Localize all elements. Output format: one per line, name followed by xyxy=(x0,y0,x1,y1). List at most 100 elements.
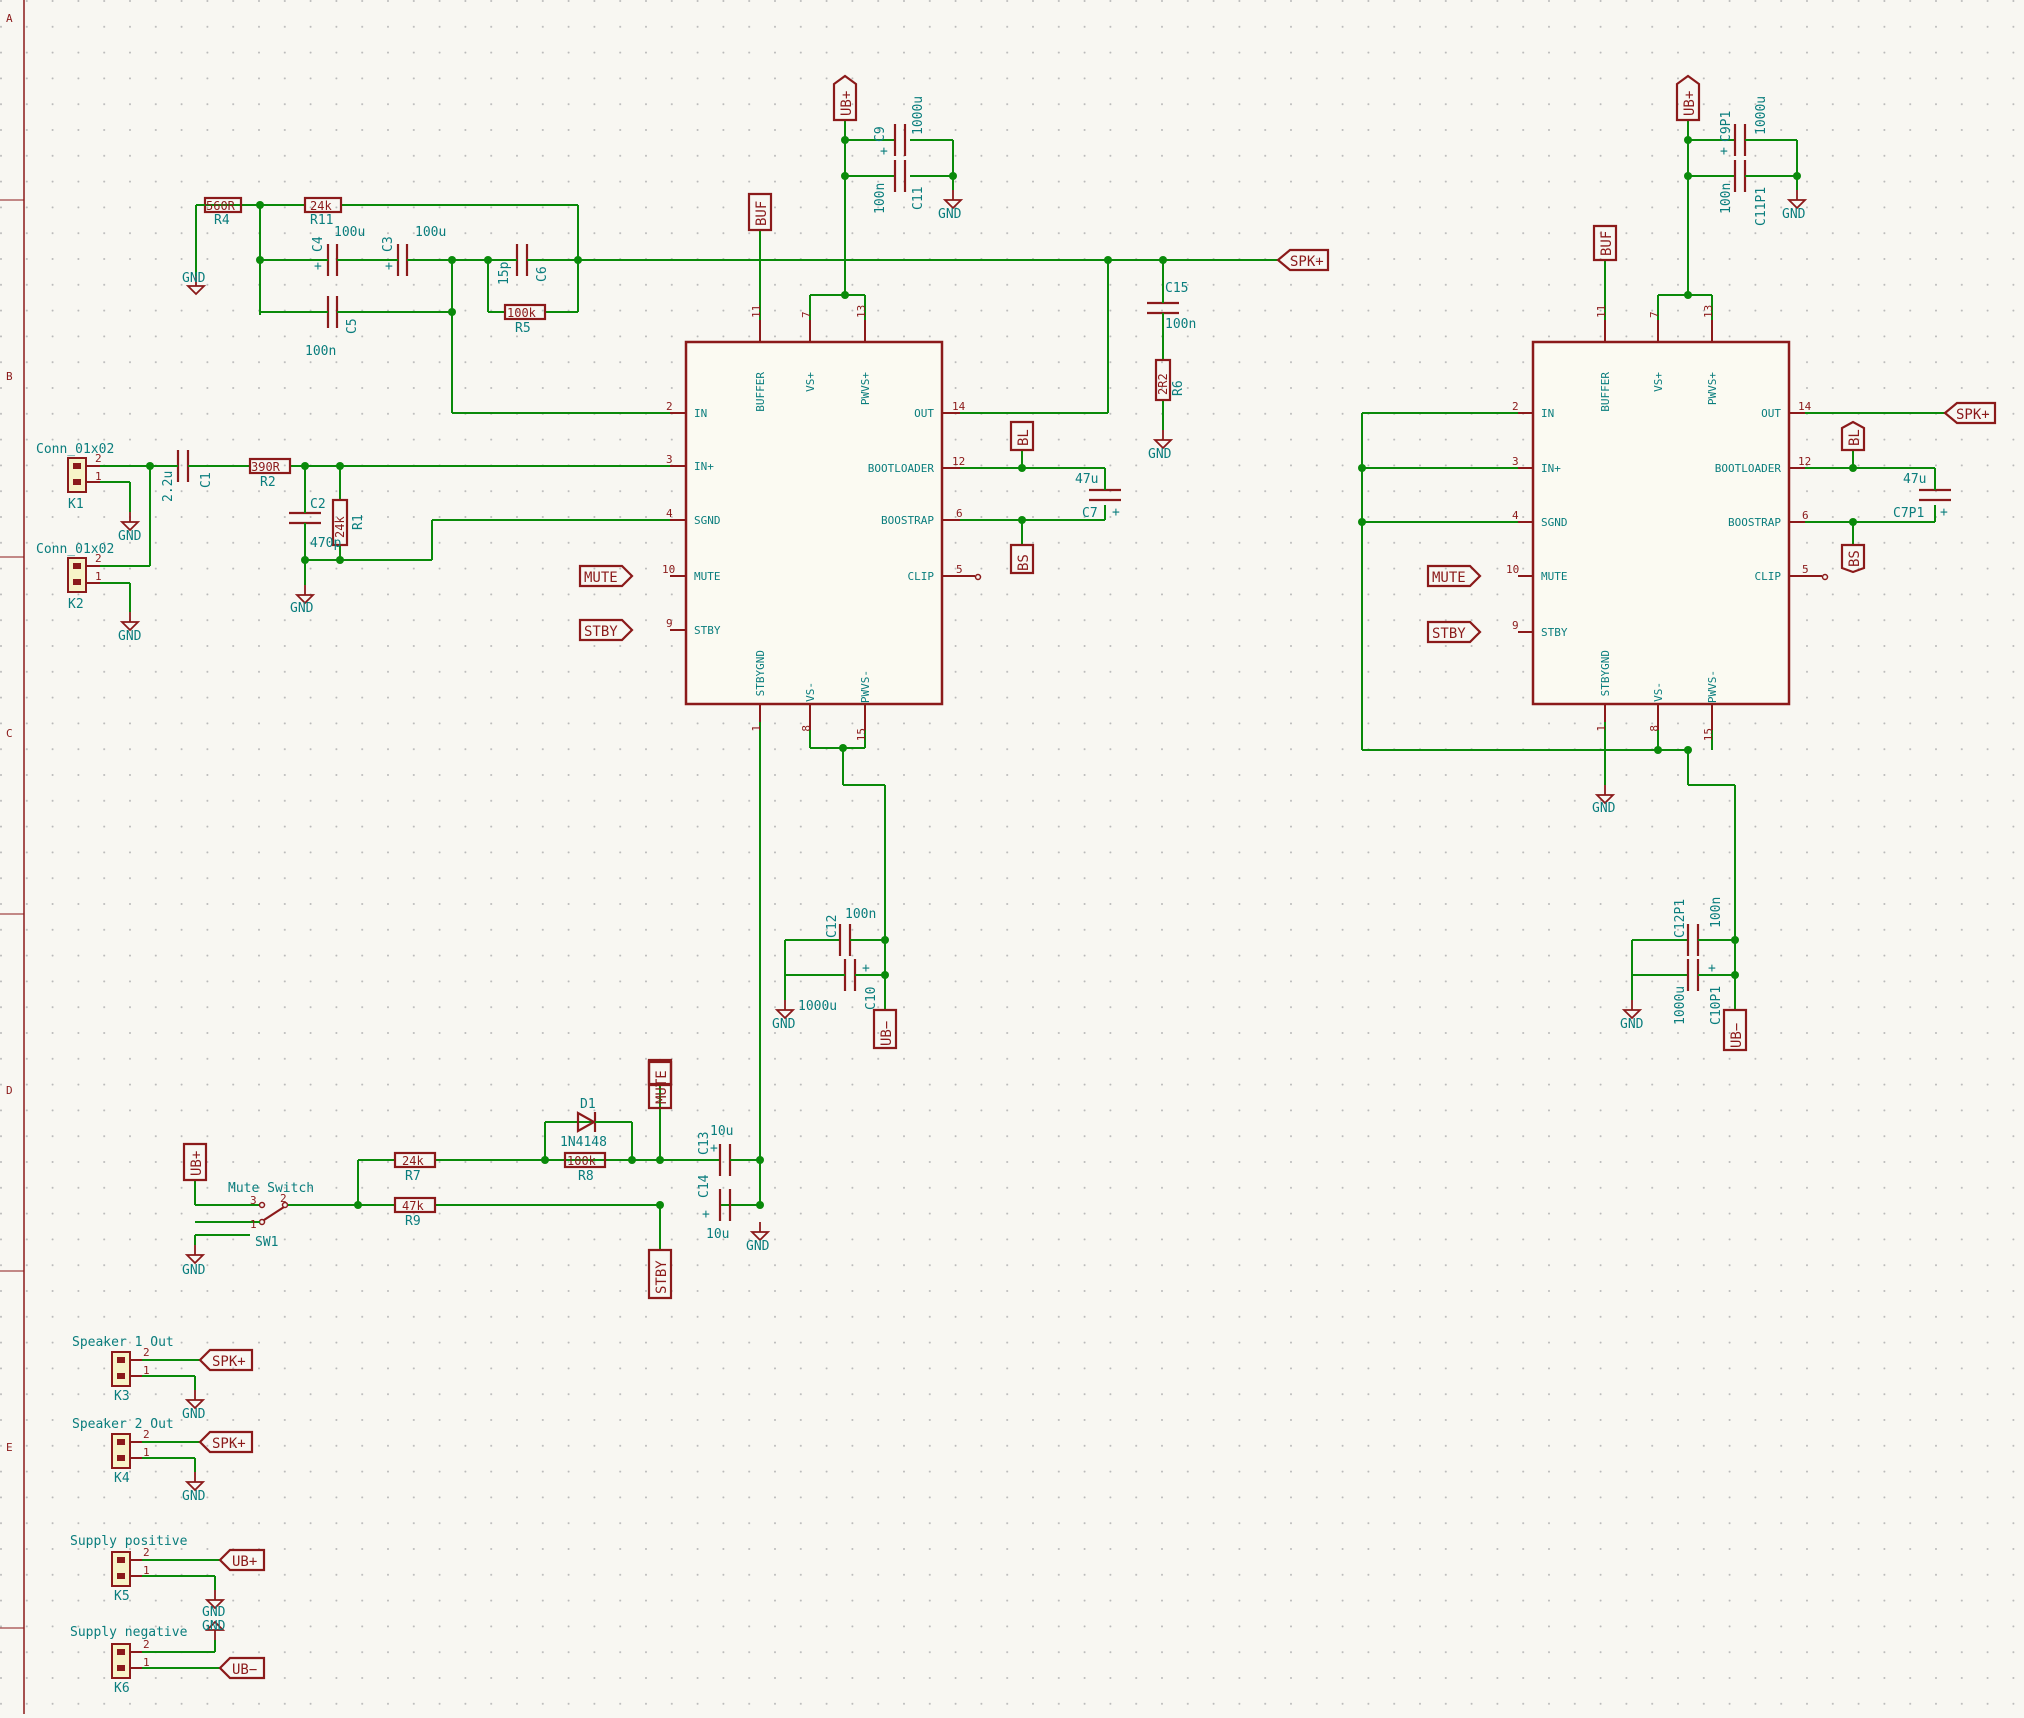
capacitor-c11[interactable]: 100n C11 xyxy=(873,160,926,214)
svg-text:SPK+: SPK+ xyxy=(212,1354,246,1370)
c11p1-value: 100n xyxy=(1719,183,1734,214)
svg-text:1: 1 xyxy=(95,470,102,483)
ic-2-pin-pwvs-plus: PWVS+ xyxy=(1706,372,1719,405)
svg-text:2: 2 xyxy=(95,552,102,565)
capacitor-c3[interactable]: + C3 100u xyxy=(381,225,446,276)
c12p1-value: 100n xyxy=(1709,897,1724,928)
gnd-label-sw1: GND xyxy=(182,1263,206,1278)
svg-text:SPK+: SPK+ xyxy=(212,1436,246,1452)
capacitor-c11p1[interactable]: 100n C11P1 xyxy=(1719,160,1769,226)
capacitor-c1[interactable]: 2.2u C1 xyxy=(161,450,214,502)
connector-k2[interactable]: 21 Conn_01x02 K2 xyxy=(36,542,114,612)
gnd-label-r4: GND xyxy=(182,271,206,286)
capacitor-c10p1[interactable]: + 1000u C10P1 xyxy=(1673,959,1724,1025)
amplifier-ic-2[interactable]: BUFFER VS+ PWVS+ IN IN+ SGND MUTE STBY O… xyxy=(1506,305,1829,742)
capacitor-c9p1[interactable]: + C9P1 1000u xyxy=(1719,96,1769,159)
resistor-r6[interactable]: 2R2 R6 xyxy=(1154,358,1186,402)
c13-ref: C13 xyxy=(697,1132,712,1155)
resistor-r11[interactable]: 24k R11 xyxy=(303,196,343,228)
net-ub-minus-ic2: UB− xyxy=(1722,1008,1748,1052)
diode-d1[interactable]: D1 1N4148 xyxy=(545,1097,632,1150)
ic-1-pin-sgnd: SGND xyxy=(694,514,721,527)
amplifier-ic-1[interactable]: BUFFER VS+ PWVS+ IN IN+ SGND MUTE STBY O… xyxy=(662,305,982,742)
ic-1-num-in: 2 xyxy=(666,400,673,413)
capacitor-c12p1[interactable]: C12P1 100n xyxy=(1673,897,1724,956)
svg-text:SPK+: SPK+ xyxy=(1956,407,1990,423)
capacitor-c15[interactable]: C15 100n xyxy=(1147,281,1196,332)
ic-2-num-pwvs: 15 xyxy=(1702,728,1715,741)
svg-text:+: + xyxy=(880,144,888,159)
svg-text:MUTE: MUTE xyxy=(654,1070,670,1104)
net-spk-plus-k3: SPK+ xyxy=(198,1348,254,1372)
ic-1-pin-in-plus: IN+ xyxy=(694,460,714,473)
c10p1-value: 1000u xyxy=(1673,986,1688,1025)
ic-2-num-vsp: 7 xyxy=(1648,311,1661,318)
capacitor-c7p1[interactable]: + 47u C7P1 xyxy=(1893,467,1951,521)
ic-2-num-in: 2 xyxy=(1512,400,1519,413)
capacitor-c12[interactable]: C12 100n xyxy=(825,907,876,956)
svg-text:UB+: UB+ xyxy=(839,91,855,116)
capacitor-c5[interactable]: C5 100n xyxy=(305,296,360,359)
connector-k3[interactable]: 21 Speaker 1 Out K3 xyxy=(72,1335,174,1404)
svg-text:+: + xyxy=(862,961,870,976)
svg-text:SPK+: SPK+ xyxy=(1290,254,1324,270)
k3-ref: K3 xyxy=(114,1389,130,1404)
c15-value: 100n xyxy=(1165,317,1196,332)
net-ub-minus-k6: UB− xyxy=(218,1656,266,1680)
resistor-r1[interactable]: 24k R1 xyxy=(331,498,366,547)
capacitor-c4[interactable]: + C4 100u xyxy=(311,225,365,276)
k6-ref: K6 xyxy=(114,1681,130,1696)
r1-ref: R1 xyxy=(351,514,366,530)
ic-1-num-clip: 5 xyxy=(956,563,963,576)
capacitor-c14[interactable]: + C14 10u xyxy=(697,1174,732,1242)
ic-1-pin-stby: STBY xyxy=(694,624,721,637)
capacitor-c9[interactable]: + C9 1000u xyxy=(873,96,926,159)
ic-2-body[interactable] xyxy=(1531,340,1791,706)
r4-value: 560R xyxy=(206,199,236,213)
connector-k6[interactable]: 21 Supply negative K6 xyxy=(70,1625,188,1696)
net-ub-minus-ic1: UB− xyxy=(872,1008,898,1050)
ic-2-pin-stby: STBY xyxy=(1541,626,1568,639)
net-spk-plus-k4: SPK+ xyxy=(198,1430,254,1454)
connector-k1[interactable]: 21 Conn_01x02 K1 xyxy=(36,442,114,512)
row-label-e: E xyxy=(6,1441,13,1454)
gnd-label-k3: GND xyxy=(182,1407,206,1422)
resistor-r4[interactable]: 560R R4 xyxy=(196,196,243,228)
resistor-r5[interactable]: 100k R5 xyxy=(503,303,547,336)
svg-text:+: + xyxy=(1708,961,1716,976)
c3-ref: C3 xyxy=(381,236,396,252)
svg-text:2: 2 xyxy=(143,1428,150,1441)
ic-1-body[interactable] xyxy=(684,340,944,706)
svg-text:UB+: UB+ xyxy=(189,1151,205,1176)
mute-switch-sw1[interactable]: 312 Mute Switch SW1 xyxy=(195,1181,358,1250)
capacitor-c10[interactable]: + 1000u C10 xyxy=(798,959,879,1014)
capacitor-c13[interactable]: + C13 10u xyxy=(697,1124,740,1176)
c6-value: 15p xyxy=(497,261,512,285)
gnd-label-k1: GND xyxy=(118,529,142,544)
c7-ref: C7 xyxy=(1082,506,1098,521)
c14-value: 10u xyxy=(706,1227,729,1242)
resistor-r8[interactable]: 100k R8 xyxy=(563,1151,607,1184)
resistor-r9[interactable]: 47k R9 xyxy=(393,1196,437,1229)
resistor-r2[interactable]: 390R R2 xyxy=(248,457,292,490)
svg-text:1: 1 xyxy=(143,1446,150,1459)
svg-text:2: 2 xyxy=(95,452,102,465)
svg-text:1: 1 xyxy=(143,1364,150,1377)
ic-2-num-inp: 3 xyxy=(1512,455,1519,468)
capacitor-c2[interactable]: C2 470p xyxy=(289,497,341,551)
capacitor-c7[interactable]: + 47u C7 xyxy=(1065,467,1121,521)
capacitor-c6[interactable]: 15p C6 xyxy=(488,244,550,285)
c9-ref: C9 xyxy=(873,126,888,142)
svg-text:+: + xyxy=(702,1207,710,1222)
ic-1-num-vsp: 7 xyxy=(800,311,813,318)
resistor-r7[interactable]: 24k R7 xyxy=(393,1151,437,1184)
connector-k5[interactable]: 21 Supply positive K5 xyxy=(70,1534,188,1604)
ic-1-num-inp: 3 xyxy=(666,453,673,466)
c9p1-value: 1000u xyxy=(1754,96,1769,135)
k5-ref: K5 xyxy=(114,1589,130,1604)
ic-2-num-vs: 8 xyxy=(1648,725,1661,732)
ic-2-pin-clip: CLIP xyxy=(1755,570,1782,583)
c11-ref: C11 xyxy=(911,187,926,210)
svg-text:+: + xyxy=(1940,505,1948,520)
connector-k4[interactable]: 21 Speaker 2 Out K4 xyxy=(72,1417,174,1486)
